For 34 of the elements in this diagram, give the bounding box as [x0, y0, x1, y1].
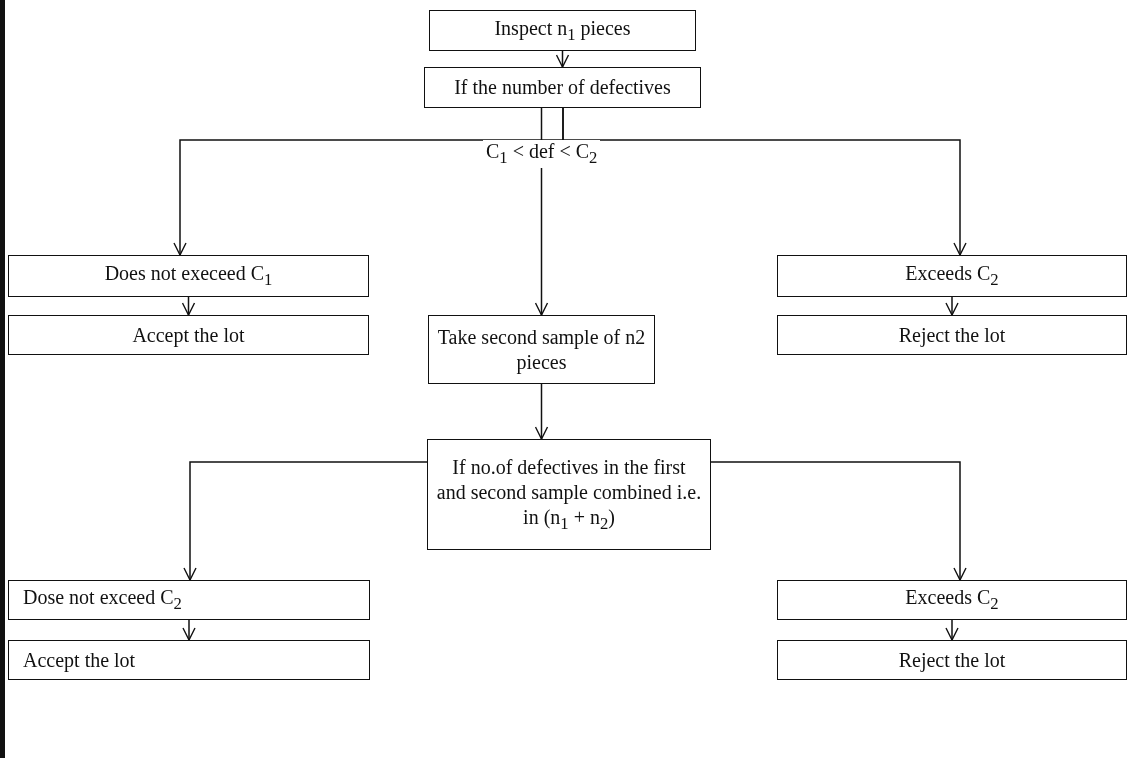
box-text: Exceeds C$_{2}$ [905, 585, 999, 615]
process-box [429, 10, 696, 51]
arrow [182, 619, 196, 641]
process-box [8, 255, 369, 297]
process-box [8, 580, 370, 620]
process-box [427, 439, 711, 550]
process-box [777, 315, 1127, 355]
edge-label: C$_{1}$ < def < C$_{2}$ [483, 140, 601, 168]
box-text: If no.of defectives in the first and second sample combined i.e. in (n$_{1}$ + n$_{2}$) [436, 454, 702, 535]
arrow [183, 461, 428, 581]
box-text: Reject the lot [898, 647, 1006, 673]
box-text: Exceeds C$_{2}$ [905, 261, 999, 291]
arrow [555, 50, 570, 68]
arrow [945, 296, 959, 316]
process-box [8, 315, 369, 355]
box-text: Accept the lot [23, 647, 136, 673]
arrow [181, 296, 196, 316]
box-text: If the number of defectives [454, 75, 671, 100]
process-box [777, 640, 1127, 680]
box-text: Inspect n$_{1}$ pieces [494, 15, 631, 46]
box-text: Does not execeed C$_{1}$ [104, 261, 273, 291]
process-box [424, 67, 701, 108]
process-box [777, 580, 1127, 620]
box-text: Take second sample of n2 pieces [437, 324, 646, 375]
process-box [8, 640, 370, 680]
process-box [777, 255, 1127, 297]
process-box [428, 315, 655, 384]
arrow [945, 619, 959, 641]
box-text: Reject the lot [898, 322, 1006, 348]
arrow [710, 461, 967, 581]
box-text: Dose not exceed C$_{2}$ [23, 585, 182, 615]
arrow [534, 383, 549, 440]
arrow [562, 107, 967, 256]
box-text: Accept the lot [132, 322, 245, 348]
